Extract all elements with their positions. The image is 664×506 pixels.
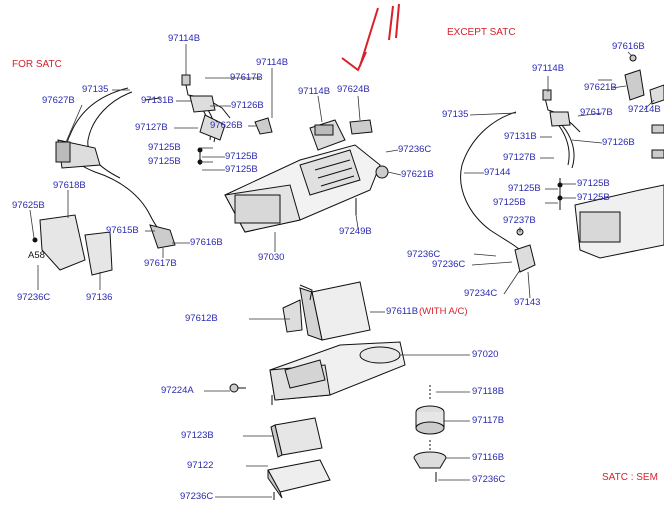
part-label: 97621B <box>401 169 434 180</box>
heater-case-97030 <box>224 119 389 233</box>
part-label: 97123B <box>181 430 214 441</box>
part-label: 97224A <box>161 385 194 396</box>
part-label: 97615B <box>106 225 139 236</box>
heading-satc-sem: SATC : SEM <box>602 472 658 483</box>
part-label: 97618B <box>53 180 86 191</box>
part-label: 97116B <box>472 452 505 463</box>
tray-97122 <box>267 459 331 500</box>
part-label: 97617B <box>230 72 263 83</box>
heading-except-satc: EXCEPT SATC <box>447 27 516 38</box>
blower-motor-parts <box>413 385 447 482</box>
part-label: 97125B <box>225 151 258 162</box>
red-arrow-annotation <box>341 3 400 72</box>
part-label: 97616B <box>190 237 223 248</box>
part-label: 97131B <box>141 95 174 106</box>
part-label: 97625B <box>12 200 45 211</box>
part-label: 97135 <box>82 84 109 95</box>
satc-cable-assembly <box>32 87 176 276</box>
part-label: 97127B <box>135 122 168 133</box>
part-label: 97236C <box>180 491 214 502</box>
part-label: 97237B <box>503 215 536 226</box>
part-label: 97030 <box>258 252 285 263</box>
part-label: 97236C <box>472 474 506 485</box>
part-label: 97126B <box>231 100 264 111</box>
part-label: 97114B <box>298 86 331 97</box>
part-label: 97126B <box>602 137 635 148</box>
part-label: 97143 <box>514 297 541 308</box>
part-label: 97617B <box>580 107 613 118</box>
part-label: 97621B <box>584 82 617 93</box>
part-label: 97127B <box>503 152 536 163</box>
linkage-assembly <box>181 74 273 165</box>
part-label: A58 <box>28 250 45 261</box>
part-label: 97234C <box>464 288 498 299</box>
part-label: 97611B <box>386 306 419 317</box>
part-label: 97627B <box>42 95 75 106</box>
part-label: 97114B <box>256 57 289 68</box>
part-label: 97118B <box>472 386 505 397</box>
part-label: 97626B <box>210 120 243 131</box>
part-label: 97125B <box>577 178 610 189</box>
blower-case-97020 <box>229 341 406 405</box>
filter-box-97123B <box>270 417 323 458</box>
part-label: 97135 <box>442 109 469 120</box>
part-label: 97236C <box>398 144 432 155</box>
part-label: 97616B <box>612 41 645 52</box>
heading-for-satc: FOR SATC <box>12 59 62 70</box>
part-label: 97214B <box>628 104 661 115</box>
leader-lines <box>29 44 655 498</box>
part-label: 97125B <box>577 192 610 203</box>
part-label: 97136 <box>86 292 113 303</box>
part-note-with-ac: (WITH A/C) <box>419 306 468 317</box>
part-label: 97125B <box>225 164 258 175</box>
part-label: 97236C <box>17 292 51 303</box>
part-label: 97144 <box>484 167 511 178</box>
part-label: 97114B <box>532 63 565 74</box>
part-label: 97249B <box>339 226 372 237</box>
evaporator-core-97611B <box>282 281 371 341</box>
except-satc-assembly <box>460 54 664 273</box>
part-label: 97114B <box>168 33 201 44</box>
part-label: 97020 <box>472 349 499 360</box>
part-label: 97125B <box>148 156 181 167</box>
part-label: 97236C <box>432 259 466 270</box>
part-label: 97122 <box>187 460 214 471</box>
part-label: 97612B <box>185 313 218 324</box>
part-label: 97617B <box>144 258 177 269</box>
part-label: 97131B <box>504 131 537 142</box>
part-label: 97125B <box>493 197 526 208</box>
part-label: 97624B <box>337 84 370 95</box>
part-label: 97125B <box>148 142 181 153</box>
part-label: 97236C <box>407 249 441 260</box>
part-label: 97125B <box>508 183 541 194</box>
part-label: 97117B <box>472 415 505 426</box>
